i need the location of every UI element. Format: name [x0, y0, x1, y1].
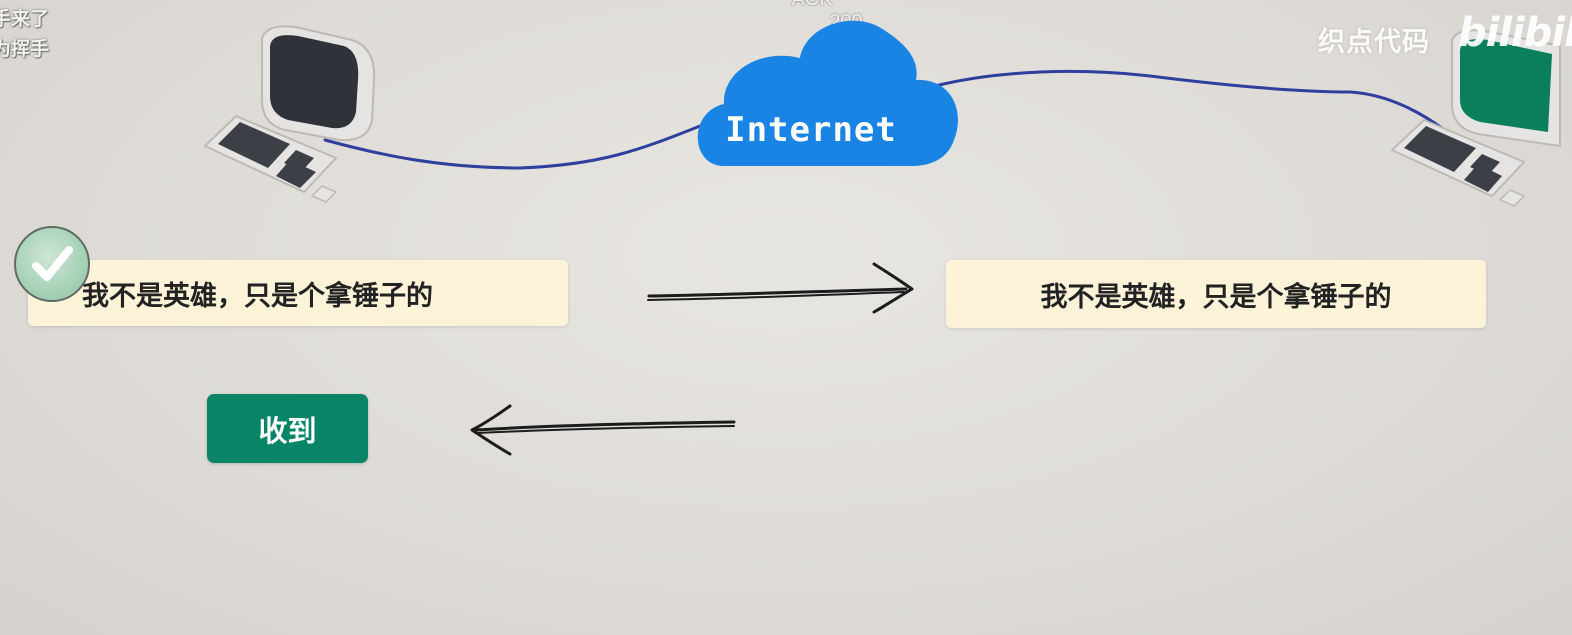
- ack-arrow: [470, 404, 736, 456]
- danmaku-line-1: 手来了: [0, 8, 50, 30]
- danmaku-line-2: 为挥手: [0, 38, 50, 60]
- received-message: 我不是英雄，只是个拿锤子的: [946, 260, 1486, 328]
- check-icon: [14, 226, 90, 302]
- channel-watermark: 织点代码: [1318, 27, 1430, 58]
- ack-message: 收到: [207, 394, 368, 463]
- left-computer: [203, 25, 376, 203]
- bilibili-logo: bilibili: [1458, 10, 1572, 56]
- internet-label: Internet: [725, 110, 897, 150]
- ack-label: ACK: [790, 0, 834, 10]
- send-arrow: [647, 262, 914, 314]
- sent-message-text: 我不是英雄，只是个拿锤子的: [82, 280, 433, 312]
- cable-right: [933, 69, 1470, 150]
- received-message-text: 我不是英雄，只是个拿锤子的: [1040, 281, 1392, 313]
- sent-message: 我不是英雄，只是个拿锤子的: [28, 260, 568, 326]
- internet-cloud: [697, 20, 958, 167]
- cable-left: [323, 124, 702, 170]
- right-computer: [1390, 29, 1561, 207]
- ack-message-text: 收到: [258, 413, 317, 448]
